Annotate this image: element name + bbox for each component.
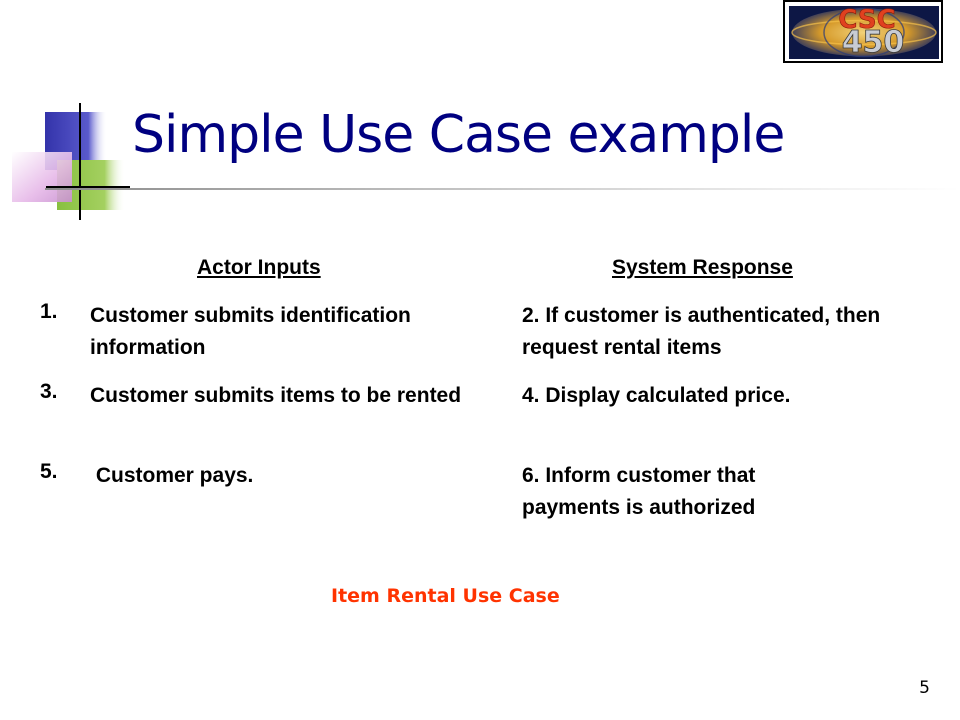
page-number: 5 [919,678,930,698]
logo-text-top: CSC [838,6,895,35]
use-case-caption: Item Rental Use Case [331,585,560,607]
step-number: 1. [40,300,58,323]
actor-step: Customer pays. [90,464,254,487]
csc-450-logo: CSC 450 [783,0,943,63]
system-step: 4. Display calculated price. [522,384,791,407]
actor-inputs-header: Actor Inputs [197,256,321,279]
actor-step: Customer submits items to be rented [90,384,462,407]
title-decoration [12,103,130,220]
system-step: 2. If customer is authenticated, then re… [522,304,881,359]
slide-title: Simple Use Case example [132,105,785,165]
step-number: 5. [40,460,58,483]
step-number: 3. [40,380,58,403]
logo-graphic: CSC 450 [789,6,939,59]
actor-step: Customer submits identification informat… [90,304,411,359]
system-response-header: System Response [612,256,793,279]
system-step: 6. Inform customer that payments is auth… [522,464,756,519]
logo-text-bottom: 450 [842,25,905,59]
title-underline [45,188,960,190]
